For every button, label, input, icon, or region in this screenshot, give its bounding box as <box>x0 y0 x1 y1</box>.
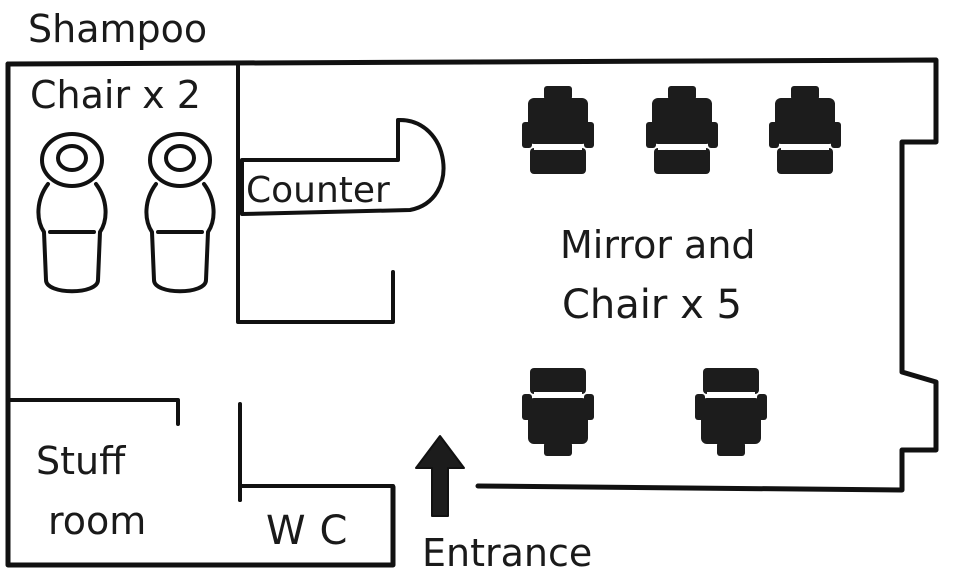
top-right-wall <box>5 57 939 493</box>
stuff-room-label-line2: room <box>48 499 146 543</box>
mirror-label-line1: Mirror and <box>560 223 756 267</box>
counter-label: Counter <box>246 170 390 211</box>
shampoo-chair-icon <box>144 132 216 294</box>
stuff-room-wall-top <box>6 398 180 426</box>
salon-chair-icon <box>695 368 767 456</box>
up-arrow-icon <box>415 435 465 517</box>
salon-chair-icon <box>769 86 841 174</box>
mirror-label-line2: Chair x 5 <box>562 282 742 328</box>
counter <box>240 117 446 216</box>
outer-walls <box>5 57 939 568</box>
salon-chair-icon <box>522 86 594 174</box>
salon-chairs-bottom <box>522 368 767 456</box>
shampoo-label: Shampoo <box>28 7 207 51</box>
wc-label: WC <box>266 508 361 554</box>
shampoo-chair-icon <box>36 132 108 294</box>
shampoo-chairs-label: Chair x 2 <box>30 73 201 117</box>
wc-room <box>238 484 395 502</box>
salon-chair-icon <box>646 86 718 174</box>
left-bottom-wall <box>5 61 396 568</box>
stuff-room-label-line1: Stuff <box>36 439 126 483</box>
shampoo-partition <box>236 62 395 324</box>
wc-wall <box>238 484 395 502</box>
salon-chairs-top <box>522 86 841 174</box>
shampoo-area <box>36 62 395 324</box>
salon-chair-icon <box>522 368 594 456</box>
counter-outline <box>240 117 446 216</box>
entrance-label: Entrance <box>422 531 592 575</box>
